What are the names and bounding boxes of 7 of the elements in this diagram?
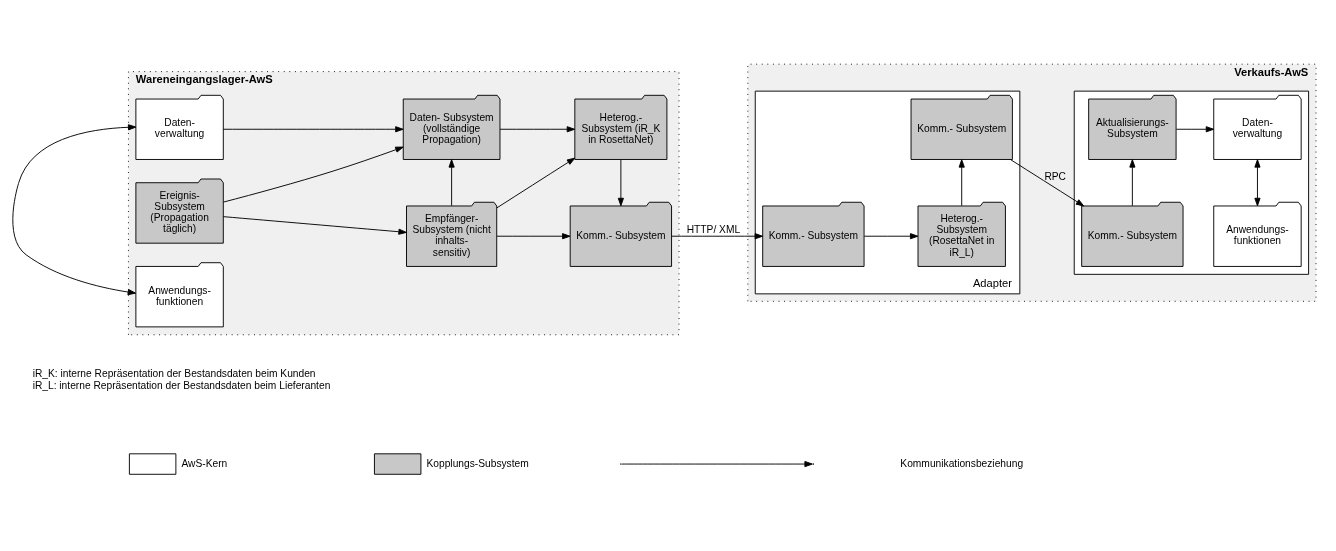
legend-label: Kommunikationsbeziehung — [900, 457, 1024, 469]
edge-label: HTTP/ XML — [686, 224, 741, 236]
label: iR_L: interne Repräsentation der Bestandsdaten beim Lieferanten — [32, 379, 331, 391]
label: iR_K: interne Repräsentation der Bestandsdaten beim Kunden — [32, 368, 316, 380]
edge-label: RPC — [1044, 171, 1066, 183]
legend-label: AwS-Kern — [181, 457, 228, 469]
legend-label: Kopplungs-Subsystem — [426, 457, 529, 469]
